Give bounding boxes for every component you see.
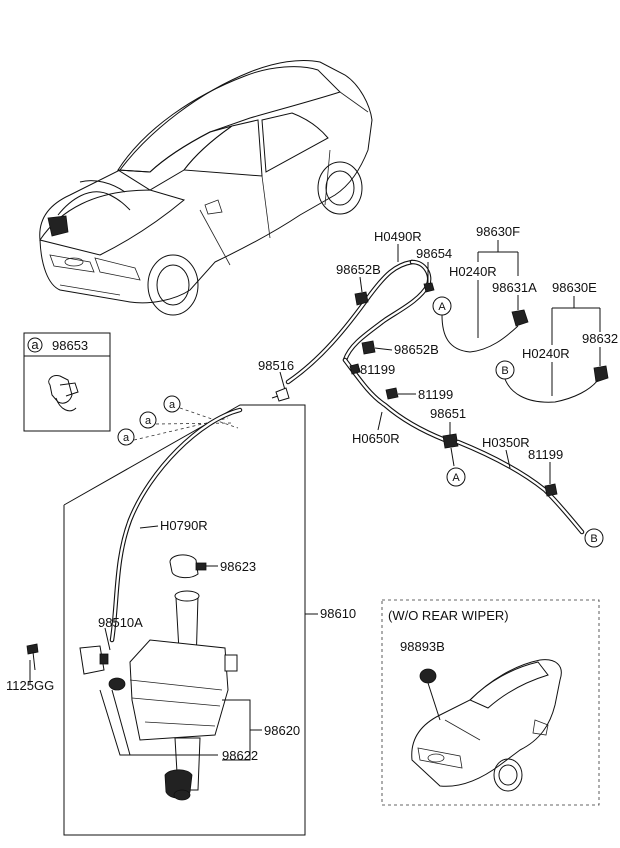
label-98610: 98610 <box>320 606 356 621</box>
svg-text:A: A <box>438 301 446 313</box>
label-98632: 98632 <box>582 331 618 346</box>
label-H0240R-right: H0240R <box>522 346 570 361</box>
reservoir-assembly: 98610 H0790R 98623 98510A 112 <box>6 404 356 836</box>
label-98652B-mid: 98652B <box>394 342 439 357</box>
label-H0650R: H0650R <box>352 431 400 446</box>
callout-a-label: a <box>31 337 39 352</box>
callout-a-circle <box>27 337 43 353</box>
grommet-98893B <box>419 668 437 684</box>
svg-text:a: a <box>169 399 176 411</box>
car-illustration <box>39 59 373 316</box>
label-98630F: 98630F <box>476 224 520 239</box>
svg-text:B: B <box>590 533 597 545</box>
label-98631A: 98631A <box>492 280 537 295</box>
legend-box-98653: a 98653 <box>23 332 111 432</box>
label-98622: 98622 <box>222 748 258 763</box>
label-1125GG: 1125GG <box>6 678 54 693</box>
label-98653: 98653 <box>52 338 88 353</box>
callout-B-lower <box>584 528 604 548</box>
label-98623: 98623 <box>220 559 256 574</box>
callout-group-a: a a a <box>117 395 239 446</box>
label-98893B: 98893B <box>400 639 445 654</box>
label-H0790R: H0790R <box>160 518 208 533</box>
svg-text:a: a <box>123 432 130 444</box>
label-98510A: 98510A <box>98 615 143 630</box>
svg-text:B: B <box>501 365 508 377</box>
label-H0240R-top: H0240R <box>449 264 497 279</box>
nozzle-98630F: 98630F H0240R 98631A A <box>432 224 537 353</box>
label-H0350R: H0350R <box>482 435 530 450</box>
label-98654: 98654 <box>416 246 452 261</box>
inset-title: (W/O REAR WIPER) <box>388 608 509 623</box>
label-98630E: 98630E <box>552 280 597 295</box>
nozzle-98630E: 98630E 98632 H0240R B <box>495 280 618 403</box>
label-81199-c: 81199 <box>528 447 563 462</box>
label-98620: 98620 <box>264 723 300 738</box>
label-81199-a: 81199 <box>360 362 395 377</box>
label-98651: 98651 <box>430 406 466 421</box>
label-81199-b: 81199 <box>418 387 453 402</box>
label-98652B-top: 98652B <box>336 262 381 277</box>
label-H0490R: H0490R <box>374 229 422 244</box>
inset-wo-rear-wiper: (W/O REAR WIPER) 98893B <box>381 599 600 806</box>
svg-text:a: a <box>145 415 152 427</box>
svg-text:A: A <box>452 472 460 484</box>
callout-A-lower <box>446 467 466 487</box>
label-98516: 98516 <box>258 358 294 373</box>
hose-routing: 98516 H0490R 98654 98652B H0650R 98652B … <box>258 229 604 548</box>
